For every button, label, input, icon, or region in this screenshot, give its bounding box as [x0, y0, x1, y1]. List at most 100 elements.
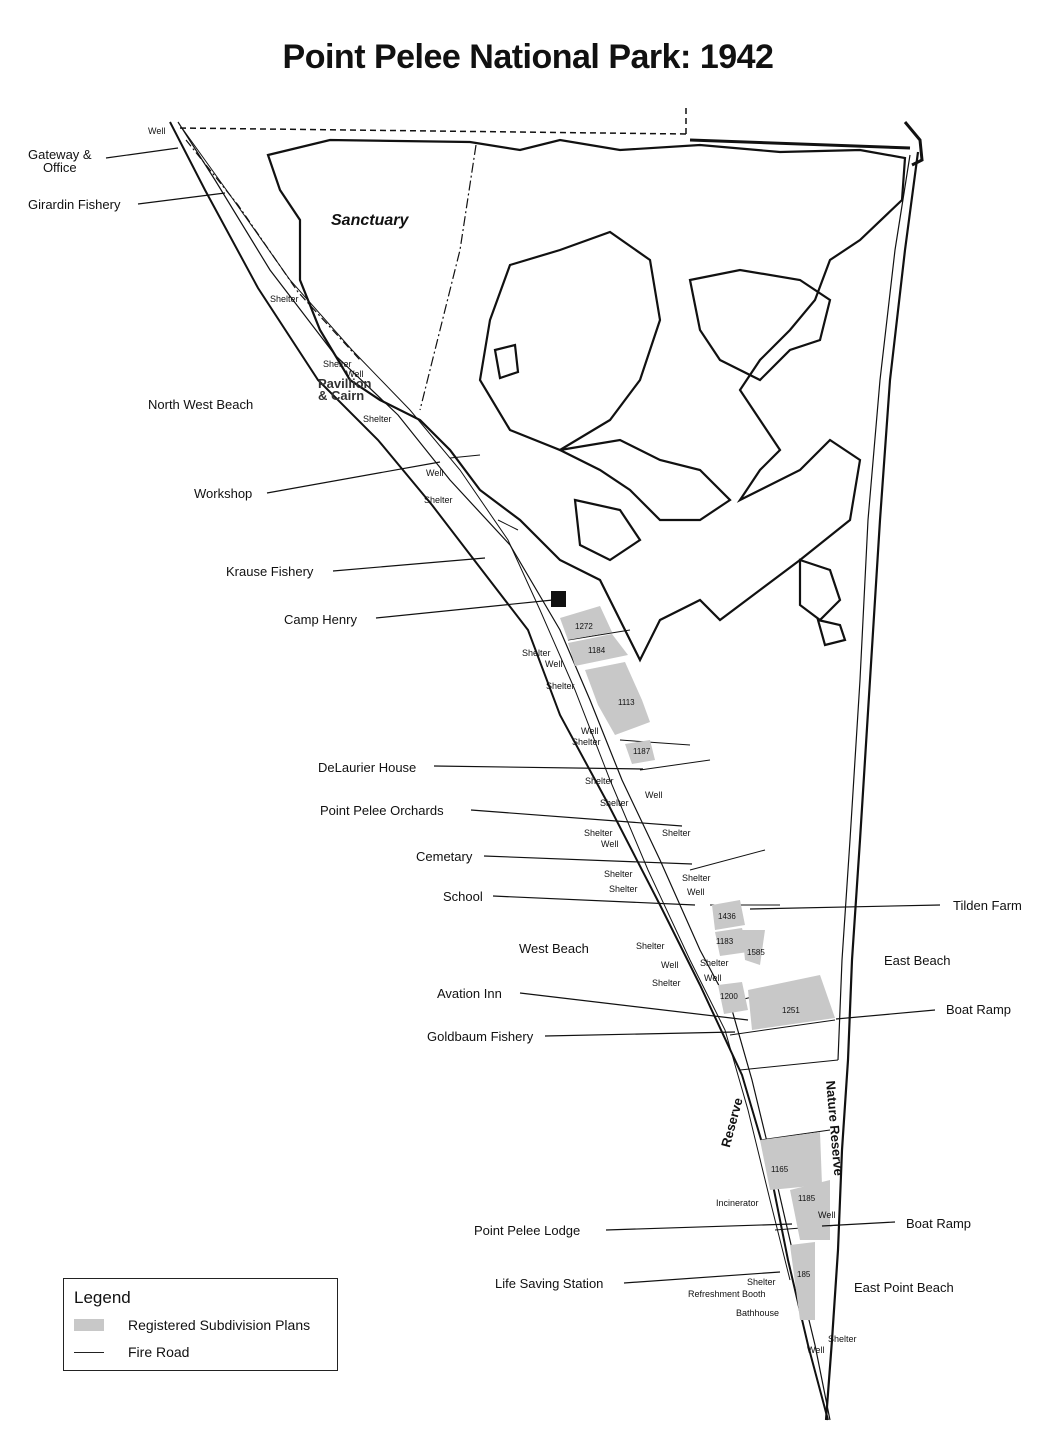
north-west-beach-label: North West Beach	[148, 397, 254, 412]
lot-number: 1187	[633, 747, 651, 756]
east-beach-label: East Beach	[884, 953, 951, 968]
shelter-label: Shelter	[662, 828, 691, 838]
lot-1436-shape	[712, 900, 745, 930]
lot-185-shape	[790, 1242, 815, 1320]
well-label: Well	[545, 659, 563, 669]
shelter-label: Shelter	[363, 414, 392, 424]
lot-1272-shape	[560, 606, 612, 640]
cemetary-label: Cemetary	[416, 849, 473, 864]
west-road-edge	[177, 121, 831, 1421]
boat-ramp-east-label: Boat Ramp	[946, 1002, 1012, 1017]
avation-inn-label: Avation Inn	[437, 986, 502, 1001]
lot-number: 1272	[575, 622, 593, 631]
lot-number: 1436	[718, 912, 736, 921]
refreshment-booth-label: Refreshment Booth	[688, 1289, 766, 1299]
well-label: Well	[346, 369, 364, 379]
inner-ponds	[478, 230, 847, 647]
shelter-label: Shelter	[828, 1334, 857, 1344]
north-boundary	[689, 138, 911, 150]
lot-1185-shape	[790, 1180, 830, 1240]
well-label: Well	[807, 1345, 825, 1355]
sanctuary-label: Sanctuary	[331, 212, 409, 229]
well-label: Well	[148, 126, 166, 136]
incinerator-label: Incinerator	[716, 1198, 759, 1208]
lot-number: 1183	[716, 937, 734, 946]
fire-road-swatch	[74, 1351, 104, 1353]
north-east-point	[903, 121, 924, 167]
west-beach-label: West Beach	[519, 941, 589, 956]
well-label: Well	[704, 973, 722, 983]
well-label: Well	[581, 726, 599, 736]
life-saving-station-label: Life Saving Station	[495, 1276, 604, 1291]
tilden-farm-label: Tilden Farm	[953, 898, 1022, 913]
west-shoreline	[169, 121, 829, 1421]
shelter-label: Shelter	[270, 294, 299, 304]
east-shoreline	[824, 151, 920, 1421]
subdivision-plans	[560, 606, 835, 1320]
lot-number: 1200	[720, 992, 738, 1001]
shelter-label: Shelter	[585, 776, 614, 786]
shelter-label: Shelter	[584, 828, 613, 838]
lot-1113-shape	[585, 662, 650, 735]
legend-subdivision-row: Registered Subdivision Plans	[74, 1317, 310, 1333]
sanctuary-boundary	[419, 144, 477, 411]
shelter-label: Shelter	[424, 495, 453, 505]
lot-number: 1113	[618, 698, 635, 707]
pavillion-cairn-label: Pavillion& Cairn	[318, 376, 372, 403]
fire-road	[181, 127, 791, 1281]
goldbaum-fishery-label: Goldbaum Fishery	[427, 1029, 534, 1044]
lot-number: 1185	[798, 1194, 816, 1203]
legend: Legend Registered Subdivision Plans Fire…	[63, 1278, 338, 1371]
well-label: Well	[661, 960, 679, 970]
marsh-outline	[266, 138, 907, 663]
lot-1585-shape	[742, 930, 765, 965]
lot-number: 1251	[782, 1006, 800, 1015]
girardin-fishery-label: Girardin Fishery	[28, 197, 121, 212]
lot-number: 185	[797, 1270, 811, 1279]
legend-fire-road-row: Fire Road	[74, 1344, 189, 1360]
lot-dividers	[449, 454, 841, 1231]
shelter-label: Shelter	[682, 873, 711, 883]
shelter-label: Shelter	[546, 681, 575, 691]
lot-1165-shape	[760, 1132, 822, 1190]
school-label: School	[443, 889, 483, 904]
shelter-label: Shelter	[600, 798, 629, 808]
point-pelee-lodge-label: Point Pelee Lodge	[474, 1223, 581, 1238]
map-title: Point Pelee National Park: 1942	[282, 38, 774, 76]
shelter-label: Shelter	[572, 737, 601, 747]
shelter-label: Shelter	[652, 978, 681, 988]
camp-henry-marker	[551, 591, 566, 607]
workshop-label: Workshop	[194, 486, 253, 501]
camp-henry-label: Camp Henry	[284, 612, 357, 627]
well-label: Well	[818, 1210, 836, 1220]
krause-fishery-label: Krause Fishery	[226, 564, 314, 579]
shelter-label: Shelter	[604, 869, 633, 879]
lot-number: 1184	[588, 646, 606, 655]
lot-1187-shape	[625, 740, 655, 764]
bathhouse-label: Bathhouse	[736, 1308, 780, 1318]
well-label: Well	[687, 887, 705, 897]
lot-1183-shape	[715, 928, 748, 956]
well-label: Well	[645, 790, 663, 800]
legend-fire-road-label: Fire Road	[128, 1344, 190, 1360]
lot-number: 1585	[747, 948, 765, 957]
legend-subdivision-label: Registered Subdivision Plans	[128, 1317, 311, 1333]
east-shoreline-inner	[837, 154, 911, 1061]
fire-road-dash	[185, 139, 361, 361]
shelter-label: Shelter	[609, 884, 638, 894]
shelter-label: Shelter	[700, 958, 729, 968]
lot-1200-shape	[718, 982, 748, 1014]
east-point-beach-label: East Point Beach	[854, 1280, 954, 1295]
subdivision-swatch	[74, 1319, 104, 1331]
point-pelee-orchards-label: Point Pelee Orchards	[320, 803, 444, 818]
leader-lines	[105, 147, 941, 1284]
well-label: Well	[601, 839, 619, 849]
well-label: Well	[426, 468, 444, 478]
gateway-office-label: Gateway &Office	[28, 147, 92, 175]
delaurier-house-label: DeLaurier House	[318, 760, 417, 775]
boat-ramp-point-label: Boat Ramp	[906, 1216, 972, 1231]
shelter-label: Shelter	[522, 648, 551, 658]
lot-1184-shape	[568, 634, 628, 666]
